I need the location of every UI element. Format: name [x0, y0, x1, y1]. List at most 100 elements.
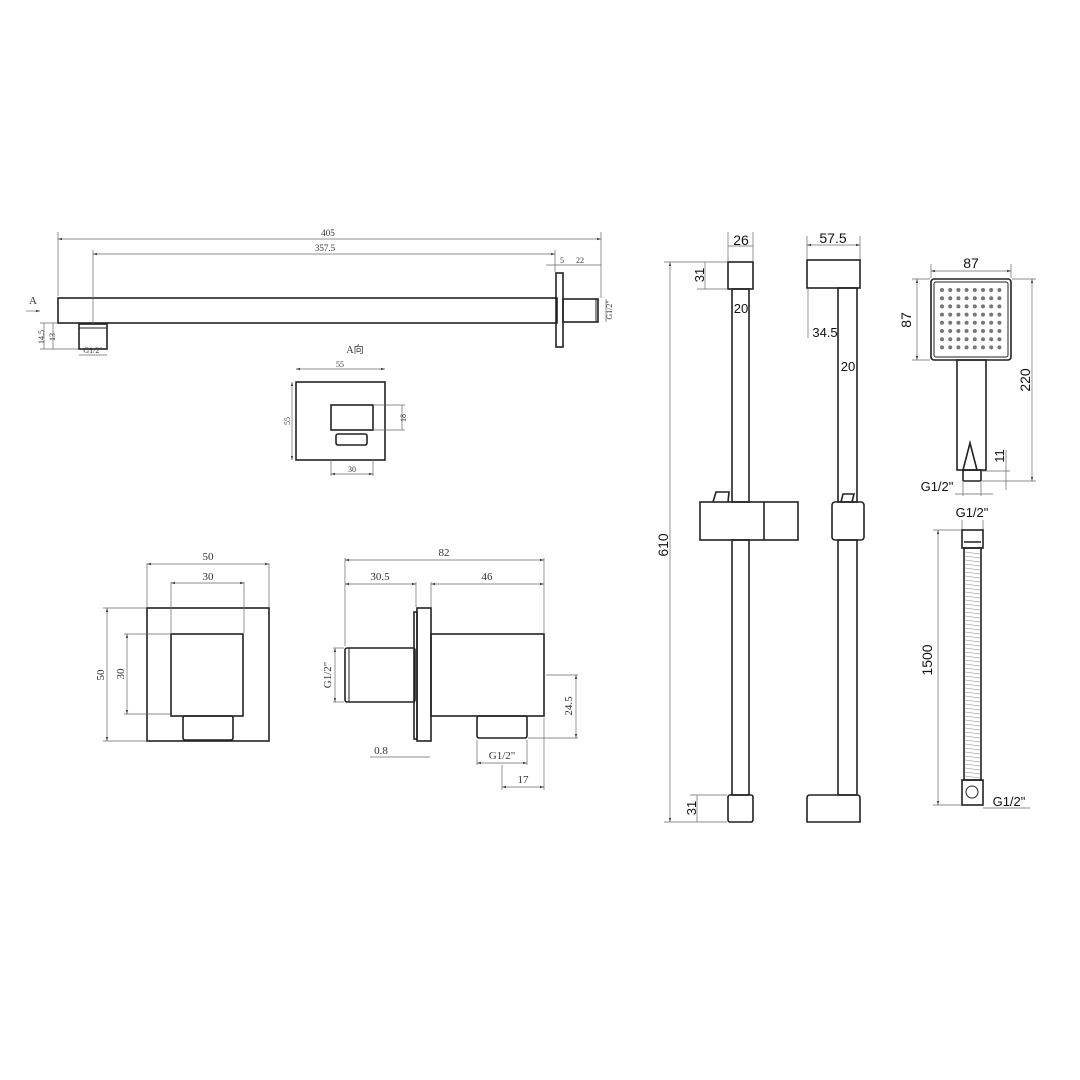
hose-rib	[964, 615, 981, 619]
wall-outlet-front: 50 30 50 30	[95, 551, 270, 742]
hose-rib	[964, 635, 981, 639]
spray-nozzle	[997, 337, 1002, 342]
dim-46: 46	[482, 571, 494, 583]
hose-rib	[964, 731, 981, 735]
hose-rib	[964, 551, 981, 555]
dim-inlet-thread: G1/2"	[322, 662, 334, 689]
shower-hose: G1/2" 1500 G1/2"	[919, 505, 1030, 809]
spray-nozzle	[940, 329, 944, 333]
hose-rib	[964, 651, 981, 655]
dim-31-top: 31	[692, 268, 707, 282]
spray-nozzle	[940, 345, 944, 350]
spray-nozzle	[981, 345, 985, 350]
spray-nozzle	[972, 329, 977, 333]
hose-rib	[964, 691, 981, 695]
hose-rib	[964, 715, 981, 719]
spray-nozzle	[940, 288, 944, 292]
spray-nozzle	[989, 345, 994, 350]
spray-nozzle	[972, 312, 977, 317]
dim-hose-bottom-thread: G1/2"	[993, 794, 1026, 809]
dim-13: 13	[48, 333, 57, 341]
dim-57-5: 57.5	[819, 230, 846, 246]
hose-rib	[964, 559, 981, 563]
hose-rib	[964, 659, 981, 663]
spray-nozzle	[956, 337, 961, 342]
spray-nozzle	[964, 320, 969, 325]
view-a: A向 55 55 18 30	[283, 343, 408, 476]
dim-55-width: 55	[336, 360, 344, 369]
dim-82: 82	[439, 547, 450, 559]
dim-end-thread: G1/2"	[605, 300, 614, 319]
spray-nozzle	[948, 320, 953, 325]
hose-rib	[964, 695, 981, 699]
dim-hand-thread: G1/2"	[921, 479, 954, 494]
spray-nozzle	[940, 304, 944, 309]
slide-rail-side: 57.5 34.5 20	[806, 230, 865, 823]
spray-nozzle	[940, 312, 944, 317]
dim-nozzle-thread: G1/2"	[83, 346, 102, 355]
dim-357-5: 357.5	[315, 243, 336, 253]
hose-rib	[964, 631, 981, 635]
hose-rib	[964, 595, 981, 599]
dim-11: 11	[992, 449, 1007, 463]
hose-rib	[964, 719, 981, 723]
spray-nozzle	[948, 345, 953, 350]
dim-1500: 1500	[919, 644, 935, 675]
hose-rib	[964, 591, 981, 595]
hose-rib	[964, 703, 981, 707]
spray-nozzle	[940, 296, 944, 301]
spray-nozzle	[964, 288, 969, 292]
spray-nozzle	[972, 337, 977, 342]
dim-14-5: 14.5	[37, 330, 46, 344]
hose-rib	[964, 643, 981, 647]
dim-55-height: 55	[283, 417, 292, 425]
spray-nozzle	[981, 296, 985, 301]
dim-34-5: 34.5	[812, 325, 837, 340]
dim-87-width: 87	[963, 255, 979, 271]
spray-nozzle	[964, 337, 969, 342]
spray-nozzle	[997, 320, 1002, 325]
dim-87-height: 87	[898, 312, 914, 328]
hose-rib	[964, 679, 981, 683]
hose-rib	[964, 639, 981, 643]
spray-nozzle	[981, 288, 985, 292]
spray-nozzle	[972, 288, 977, 292]
spray-nozzle	[981, 320, 985, 325]
spray-nozzle	[989, 337, 994, 342]
hose-rib	[964, 735, 981, 739]
dim-30-5: 30.5	[370, 571, 390, 583]
hose-rib	[964, 579, 981, 583]
arm-thread	[562, 298, 599, 323]
hose-rib	[964, 619, 981, 623]
view-marker-a: A	[29, 295, 37, 307]
spray-nozzle	[997, 304, 1002, 309]
hose-rib	[964, 575, 981, 579]
spray-nozzle	[972, 296, 977, 301]
hose-rib	[964, 587, 981, 591]
wall-outlet-side: 82 30.5 46 G1/2" 24.5 0.8 G1/2" 17	[322, 547, 578, 790]
hose-rib	[964, 607, 981, 611]
dim-22: 22	[576, 256, 584, 265]
hose-rib	[964, 647, 981, 651]
spray-nozzle	[981, 337, 985, 342]
spray-nozzle	[989, 312, 994, 317]
dim-17: 17	[518, 774, 530, 786]
hose-rib	[964, 671, 981, 675]
hose-ribs	[964, 551, 981, 779]
spray-nozzle	[948, 312, 953, 317]
dim-26: 26	[733, 232, 749, 248]
spray-nozzle	[989, 320, 994, 325]
dim-outlet-thread: G1/2"	[489, 750, 516, 762]
hose-rib	[964, 623, 981, 627]
dim-30-width: 30	[203, 571, 215, 583]
hose-rib	[964, 687, 981, 691]
spray-nozzle	[997, 296, 1002, 301]
hose-rib	[964, 699, 981, 703]
hose-rib	[964, 767, 981, 771]
hose-rib	[964, 707, 981, 711]
spray-nozzle	[948, 288, 953, 292]
hose-rib	[964, 743, 981, 747]
hose-rib	[964, 747, 981, 751]
hose-rib	[964, 583, 981, 587]
spray-nozzle	[981, 312, 985, 317]
